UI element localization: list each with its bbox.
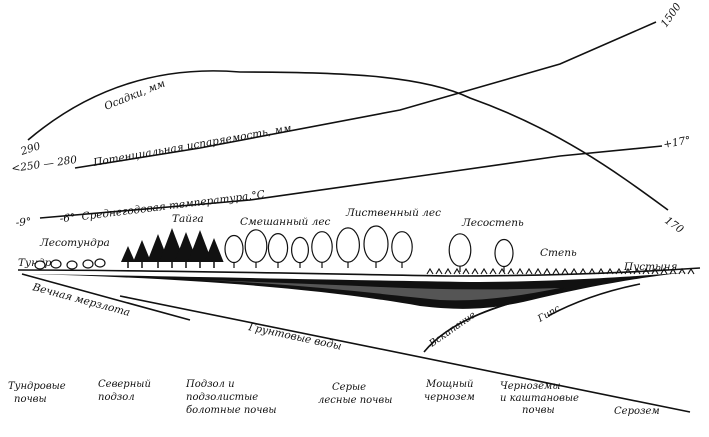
precipitation-end-value: 170 bbox=[662, 215, 686, 237]
conifer-icon bbox=[120, 246, 136, 262]
grass-icon bbox=[462, 267, 470, 275]
shrub-icon bbox=[50, 259, 62, 269]
grass-icon bbox=[489, 267, 497, 275]
grass-icon bbox=[453, 267, 461, 275]
permafrost-line bbox=[21, 273, 191, 321]
evaporation-label: Потенциальная испаряемость, мм bbox=[91, 122, 292, 169]
gypsum-label: Гипс bbox=[535, 303, 563, 325]
gypsum-curve bbox=[547, 283, 641, 317]
grass-icon bbox=[471, 267, 479, 275]
grass-icon bbox=[435, 267, 443, 275]
temperature-end-value: +17° bbox=[662, 134, 691, 151]
zone-label-steppe: Степь bbox=[540, 247, 577, 259]
precipitation-start-value: 290 bbox=[18, 140, 42, 158]
carbonate-label: Вскипание bbox=[427, 309, 479, 350]
grass-icon bbox=[507, 267, 515, 275]
grass-icon bbox=[525, 267, 533, 275]
grass-icon bbox=[516, 267, 524, 275]
grass-icon bbox=[543, 267, 551, 275]
conifer-icon bbox=[187, 230, 213, 262]
grass-icon bbox=[579, 267, 587, 275]
grass-icon bbox=[534, 267, 542, 275]
carbonate-curve-2 bbox=[429, 287, 566, 347]
shrub-icon bbox=[66, 260, 78, 270]
zone-label-forest-steppe: Лесостепь bbox=[461, 217, 524, 229]
grass-icon bbox=[561, 267, 569, 275]
groundwater-line bbox=[119, 295, 691, 413]
zone-label-deciduous-forest: Лиственный лес bbox=[345, 207, 441, 219]
groundwater-label: Грунтовые воды bbox=[246, 321, 342, 353]
temperature-line bbox=[39, 145, 663, 219]
conifer-icon bbox=[204, 238, 224, 262]
temperature-mid-value: -6° bbox=[59, 212, 75, 225]
zone-label-mixed-forest: Смешанный лес bbox=[240, 216, 331, 228]
shrub-icon bbox=[82, 259, 94, 269]
grass-icon bbox=[588, 267, 596, 275]
deciduous-tree-icon bbox=[244, 229, 268, 263]
deciduous-tree-icon bbox=[336, 227, 361, 263]
deciduous-tree-icon bbox=[291, 236, 310, 264]
precipitation-label: Осадки, мм bbox=[103, 77, 167, 112]
grass-icon bbox=[498, 267, 506, 275]
grass-icon bbox=[480, 267, 488, 275]
evaporation-end-value: 1500 bbox=[659, 1, 684, 30]
shrub-icon bbox=[34, 260, 46, 270]
deciduous-tree-icon bbox=[391, 231, 413, 263]
grass-icon bbox=[687, 267, 695, 275]
evaporation-line bbox=[74, 21, 657, 169]
grass-icon bbox=[642, 267, 650, 275]
grass-icon bbox=[570, 267, 578, 275]
grass-icon bbox=[444, 267, 452, 275]
zone-label-forest-tundra: Лесотундра bbox=[39, 237, 110, 249]
vegetation-profile bbox=[34, 225, 695, 275]
soil-label-serozem: Серозем bbox=[614, 406, 660, 417]
deciduous-tree-icon bbox=[267, 233, 289, 264]
grass-icon bbox=[651, 267, 659, 275]
grass-icon bbox=[660, 267, 668, 275]
conifer-icon bbox=[133, 240, 151, 262]
deciduous-tree-icon bbox=[494, 238, 514, 268]
shrub-icon bbox=[94, 258, 106, 268]
deciduous-tree-icon bbox=[224, 234, 244, 264]
zone-label-taiga: Тайга bbox=[172, 213, 204, 225]
grass-icon bbox=[552, 267, 560, 275]
soil-profile-texture bbox=[200, 280, 560, 301]
evaporation-start-value: <250 — 280 bbox=[11, 154, 78, 175]
precipitation-curve bbox=[27, 70, 669, 211]
deciduous-tree-icon bbox=[311, 231, 333, 263]
temperature-start-value: -9° bbox=[15, 216, 31, 229]
deciduous-tree-icon bbox=[363, 225, 389, 263]
deciduous-tree-icon bbox=[448, 233, 472, 267]
ground-surface bbox=[17, 267, 701, 277]
grass-icon bbox=[426, 267, 434, 275]
